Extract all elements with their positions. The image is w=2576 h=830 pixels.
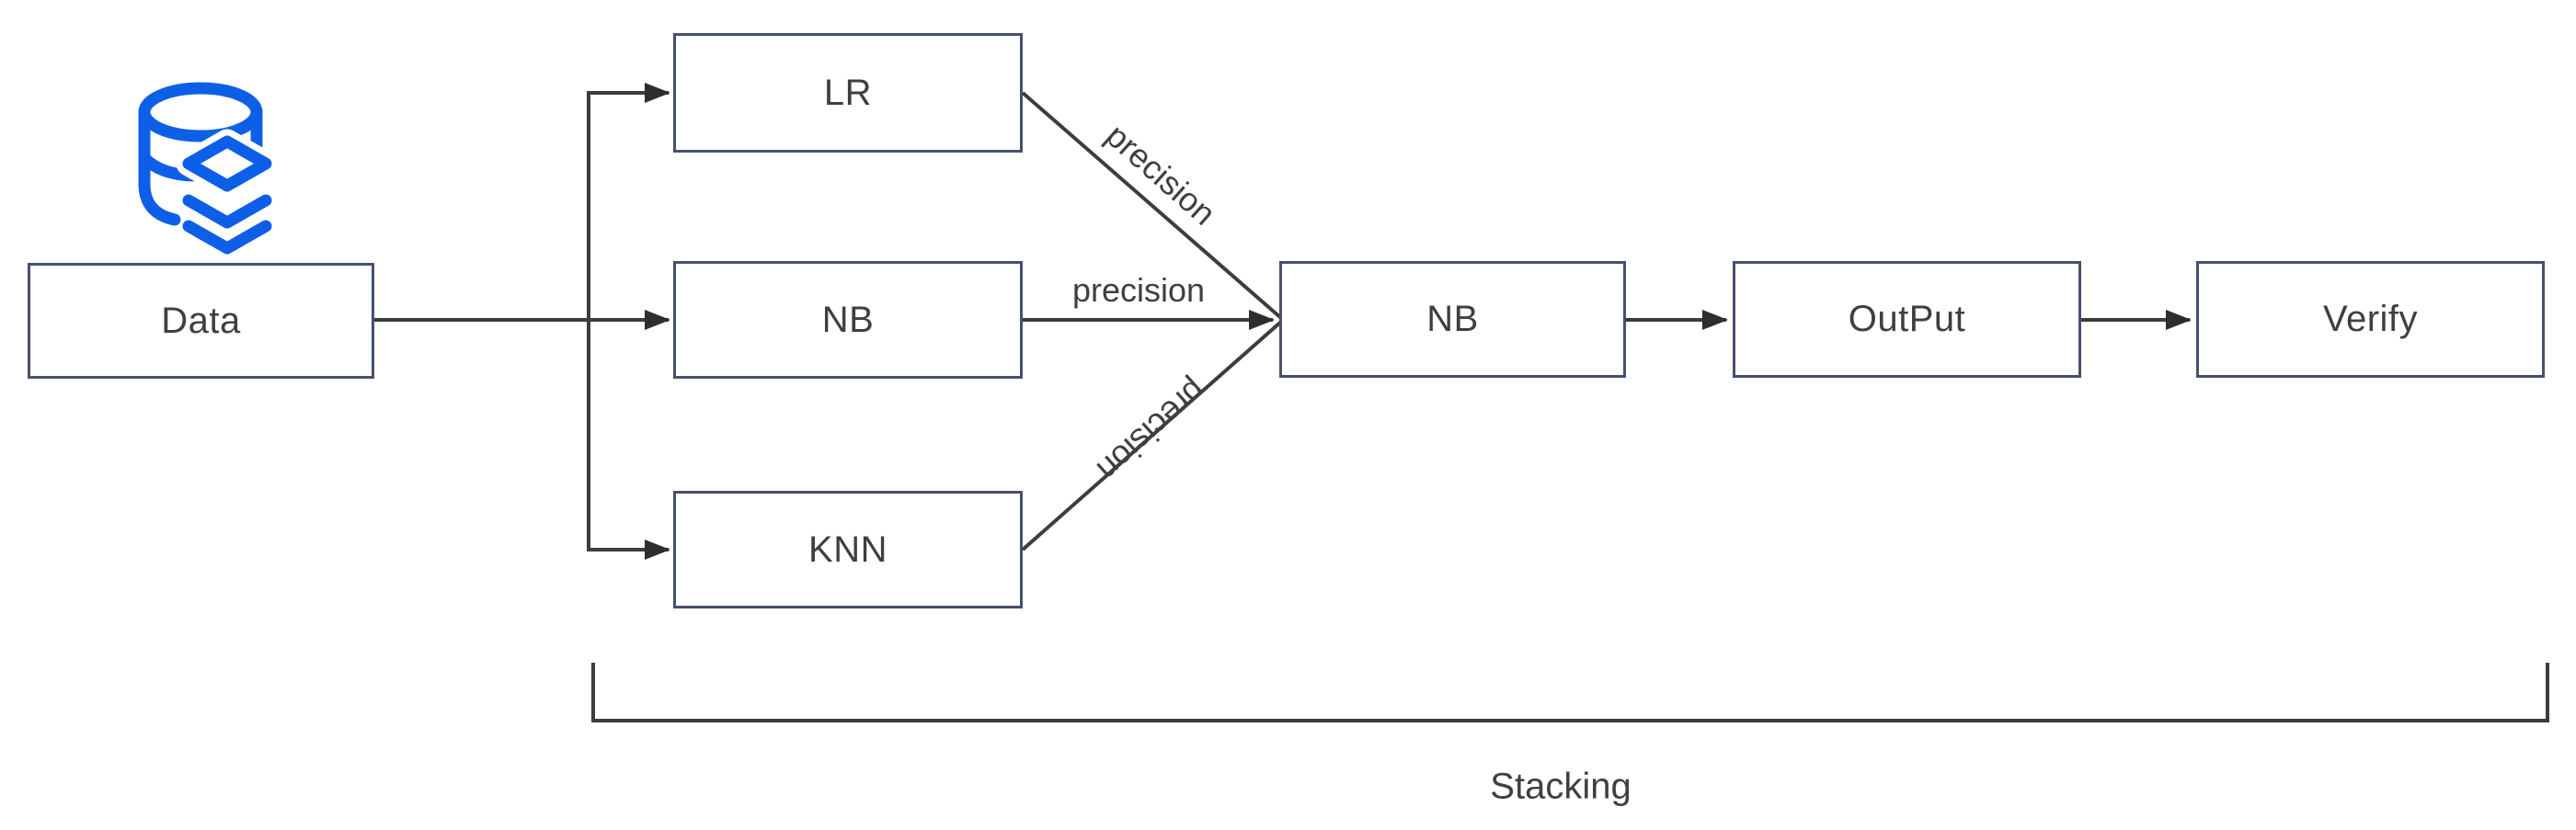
stacking-label: Stacking	[1490, 766, 1631, 807]
node-knn: KNN	[673, 491, 1023, 608]
node-data: Data	[28, 263, 374, 379]
node-nb-meta: NB	[1279, 261, 1626, 378]
stacking-bracket	[591, 663, 2549, 722]
edge-label-nb-precision: precision	[1071, 271, 1206, 309]
line-knn-to-nb2	[1021, 320, 1283, 551]
node-knn-label: KNN	[808, 529, 887, 570]
node-verify: Verify	[2196, 261, 2545, 378]
node-nb-meta-label: NB	[1426, 299, 1479, 339]
node-output-label: OutPut	[1848, 299, 1966, 339]
node-data-label: Data	[161, 300, 241, 341]
database-stack-icon	[138, 82, 279, 257]
node-lr-label: LR	[823, 72, 873, 113]
node-nb-base: NB	[673, 261, 1023, 379]
node-lr: LR	[673, 33, 1023, 153]
line-lr-to-nb2	[1021, 91, 1283, 320]
node-nb-base-label: NB	[821, 299, 875, 340]
node-verify-label: Verify	[2322, 299, 2419, 339]
node-output: OutPut	[1733, 261, 2081, 378]
